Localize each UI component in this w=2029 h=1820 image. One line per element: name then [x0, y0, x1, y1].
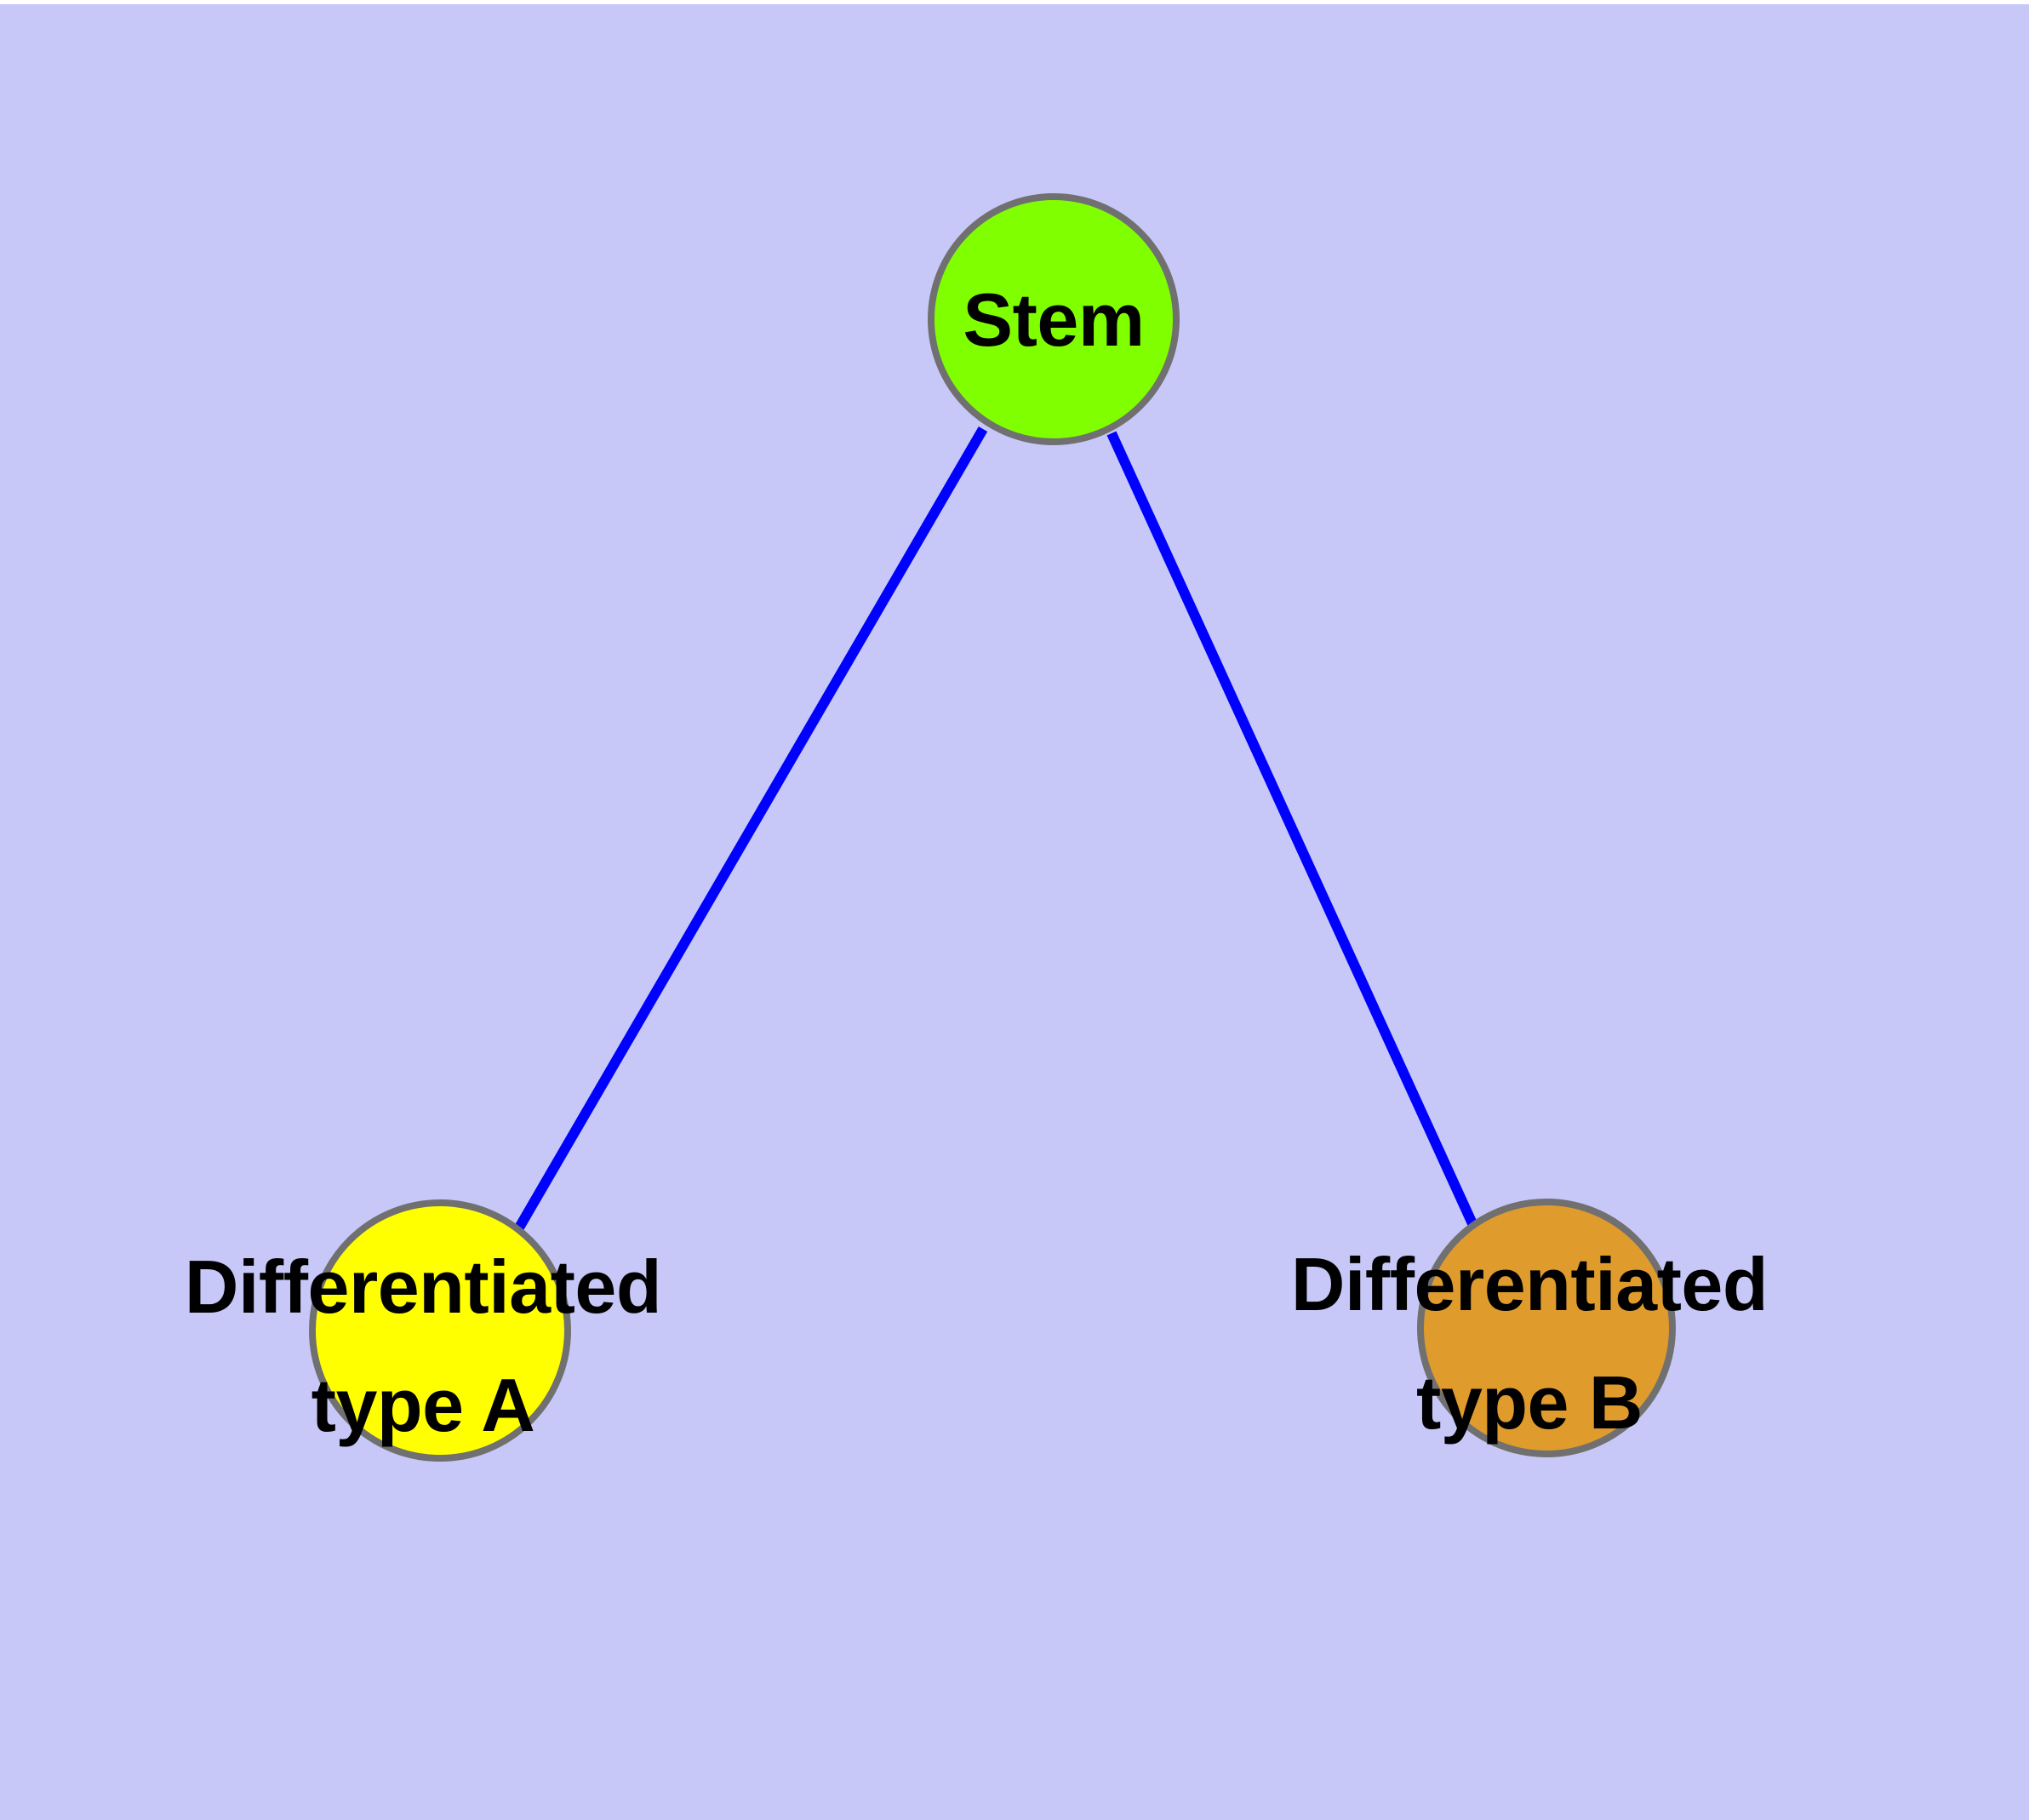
node-differentiated-type-a[interactable]: [309, 1199, 571, 1462]
edge-stem-to-type-a: [511, 426, 988, 1237]
node-differentiated-type-b[interactable]: [1417, 1199, 1676, 1457]
node-stem[interactable]: [928, 193, 1180, 445]
canvas-top-edge-strip: [0, 0, 2029, 4]
edge-stem-to-type-b: [1106, 431, 1480, 1232]
